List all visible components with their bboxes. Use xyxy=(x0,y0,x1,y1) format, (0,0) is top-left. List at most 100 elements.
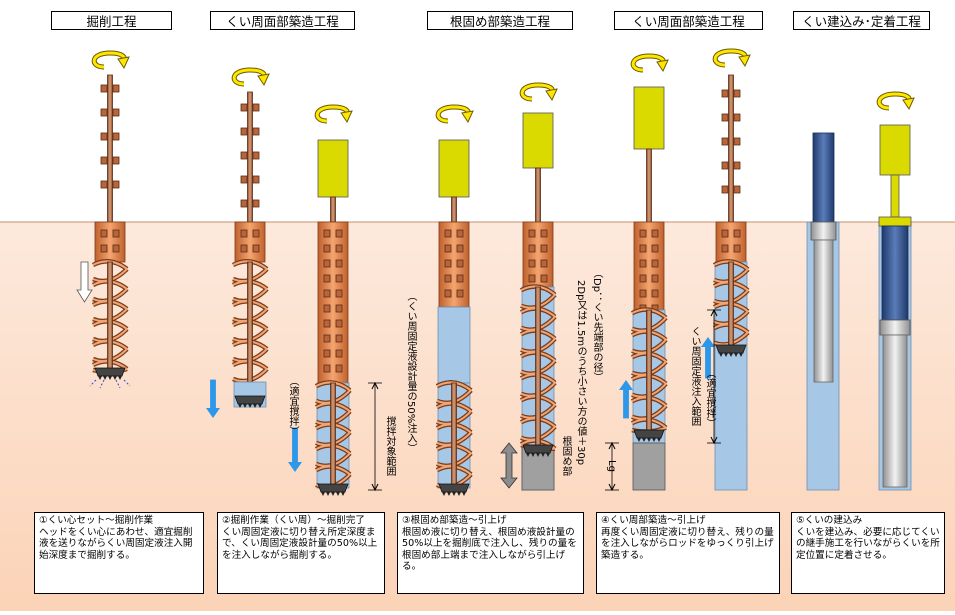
drill-bit xyxy=(522,444,554,454)
drill-bit-tooth xyxy=(98,376,102,380)
drill-bit-tooth xyxy=(321,492,325,496)
rod-stud xyxy=(240,103,248,112)
drill-bit-tooth xyxy=(442,492,446,496)
step-3-description: ③根固め部築造～引上げ 根固め液に切り替え、根固め液設計量の50%以上を掘削底で… xyxy=(397,512,584,594)
auger-stud xyxy=(651,229,659,238)
pile-upper xyxy=(812,132,835,224)
drill-bit-tooth xyxy=(341,492,345,496)
rod-stud xyxy=(721,89,729,98)
auger-motor xyxy=(438,139,470,198)
rotation-arrow-head xyxy=(340,110,353,124)
auger-stud xyxy=(323,274,331,283)
auger-stud xyxy=(528,244,536,253)
down-arrow-head xyxy=(288,462,302,472)
auger-casing xyxy=(234,221,266,263)
label-stir-range: 撹拌対象範囲 xyxy=(384,416,395,476)
auger-stud xyxy=(335,229,343,238)
up-arrow-shaft xyxy=(623,389,629,419)
rotation-arrow-head xyxy=(656,59,669,73)
rod-stud xyxy=(733,161,741,170)
drill-bit-tooth xyxy=(331,492,335,496)
auger-stud xyxy=(323,349,331,358)
auger-stud xyxy=(456,244,464,253)
rod-stud xyxy=(100,132,108,141)
auger-stud xyxy=(112,229,120,238)
drill-bit-tooth xyxy=(531,453,535,457)
step-3-body: 根固め液に切り替え、根固め液設計量の50%以上を掘削底で注入し、残りの量を根固め… xyxy=(402,526,577,573)
drill-bit-tooth xyxy=(248,404,252,408)
stage-title-excavation: 掘削工程 xyxy=(51,11,172,30)
updown-arrow xyxy=(500,442,518,489)
auger-stud xyxy=(100,229,108,238)
drill-bit-tooth xyxy=(541,453,545,457)
rod-stud xyxy=(733,137,741,146)
auger-stud xyxy=(335,304,343,313)
down-arrow-shaft xyxy=(210,379,216,409)
auger-stud xyxy=(335,319,343,328)
dim-lg-arrow xyxy=(608,483,616,492)
rotation-arrow-head xyxy=(257,73,270,87)
drill-bit-tooth xyxy=(719,353,723,357)
rod-stud xyxy=(252,151,260,160)
auger-stud xyxy=(540,259,548,268)
auger-motor xyxy=(633,86,665,150)
label-pile-fluid-50: （くい周固定液設計量の50%注入） xyxy=(405,291,416,454)
auger-stud xyxy=(323,259,331,268)
label-stir-appropriate-1: （適宜撹拌） xyxy=(287,376,298,436)
drill-bit xyxy=(94,367,126,377)
excavation-arrow xyxy=(76,261,93,303)
drill-bit-tooth xyxy=(526,453,530,457)
auger-stud xyxy=(444,244,452,253)
label-nekatame-note: （Dp：くい先端部の径） xyxy=(591,268,602,383)
drill-bit-tooth xyxy=(652,438,656,442)
auger-casing xyxy=(438,221,470,308)
rod-stud xyxy=(252,175,260,184)
rotation-arrow-head xyxy=(738,54,751,68)
auger-core-rod xyxy=(728,261,734,346)
auger-stud xyxy=(639,289,647,298)
auger-stud xyxy=(733,244,741,253)
rod-stud xyxy=(240,127,248,136)
drill-bit-tooth xyxy=(118,376,122,380)
auger-stud xyxy=(335,289,343,298)
step-1-description: ①くい心セット～掘削作業 ヘッドをくい心にあわせ、適宜掘削液を送りながらくい周固… xyxy=(34,512,204,594)
auger-stud xyxy=(252,229,260,238)
step-4-title: ④くい周部築造～引上げ xyxy=(601,515,706,526)
stage-title-pile-setting: くい建込み･定着工程 xyxy=(793,11,930,30)
auger-stud xyxy=(639,229,647,238)
auger-stud xyxy=(240,229,248,238)
auger-stud xyxy=(540,274,548,283)
drill-bit xyxy=(317,483,349,493)
auger-stud xyxy=(456,259,464,268)
rod-stud xyxy=(100,84,108,93)
auger-casing xyxy=(715,221,747,263)
drill-bit xyxy=(715,344,747,354)
drill-bit xyxy=(234,395,266,405)
drill-bit-tooth xyxy=(103,376,107,380)
auger-stud xyxy=(528,259,536,268)
drill-bit-tooth xyxy=(243,404,247,408)
drill-rod xyxy=(107,74,113,223)
up-arrow-head xyxy=(619,380,633,390)
up-arrow-head xyxy=(701,337,715,347)
stage-title-pile-surround-2: くい周面部築造工程 xyxy=(614,11,763,30)
rotation-arrow-head xyxy=(117,56,130,70)
drill-bit-tooth xyxy=(457,492,461,496)
step-2-description: ②掘削作業（くい周）～掘削完了 くい周固定液に切り替え所定深度まで、くい周固定液… xyxy=(217,512,385,594)
auger-stud xyxy=(651,274,659,283)
drill-rod xyxy=(535,167,541,223)
rod-stud xyxy=(112,156,120,165)
auger-stud xyxy=(456,229,464,238)
step-2-body: くい周固定液に切り替え所定深度まで、くい周固定液設計量の50%以上を注入しながら… xyxy=(222,526,378,561)
driver-head xyxy=(878,216,912,227)
drill-bit-tooth xyxy=(536,453,540,457)
drill-bit-tooth xyxy=(739,353,743,357)
auger-stud xyxy=(323,319,331,328)
drill-bit-tooth xyxy=(238,404,242,408)
auger-stud xyxy=(444,289,452,298)
auger-stud xyxy=(335,274,343,283)
drill-bit xyxy=(438,483,470,493)
rod-stud xyxy=(240,151,248,160)
drill-bit-tooth xyxy=(326,492,330,496)
drill-bit-tooth xyxy=(258,404,262,408)
